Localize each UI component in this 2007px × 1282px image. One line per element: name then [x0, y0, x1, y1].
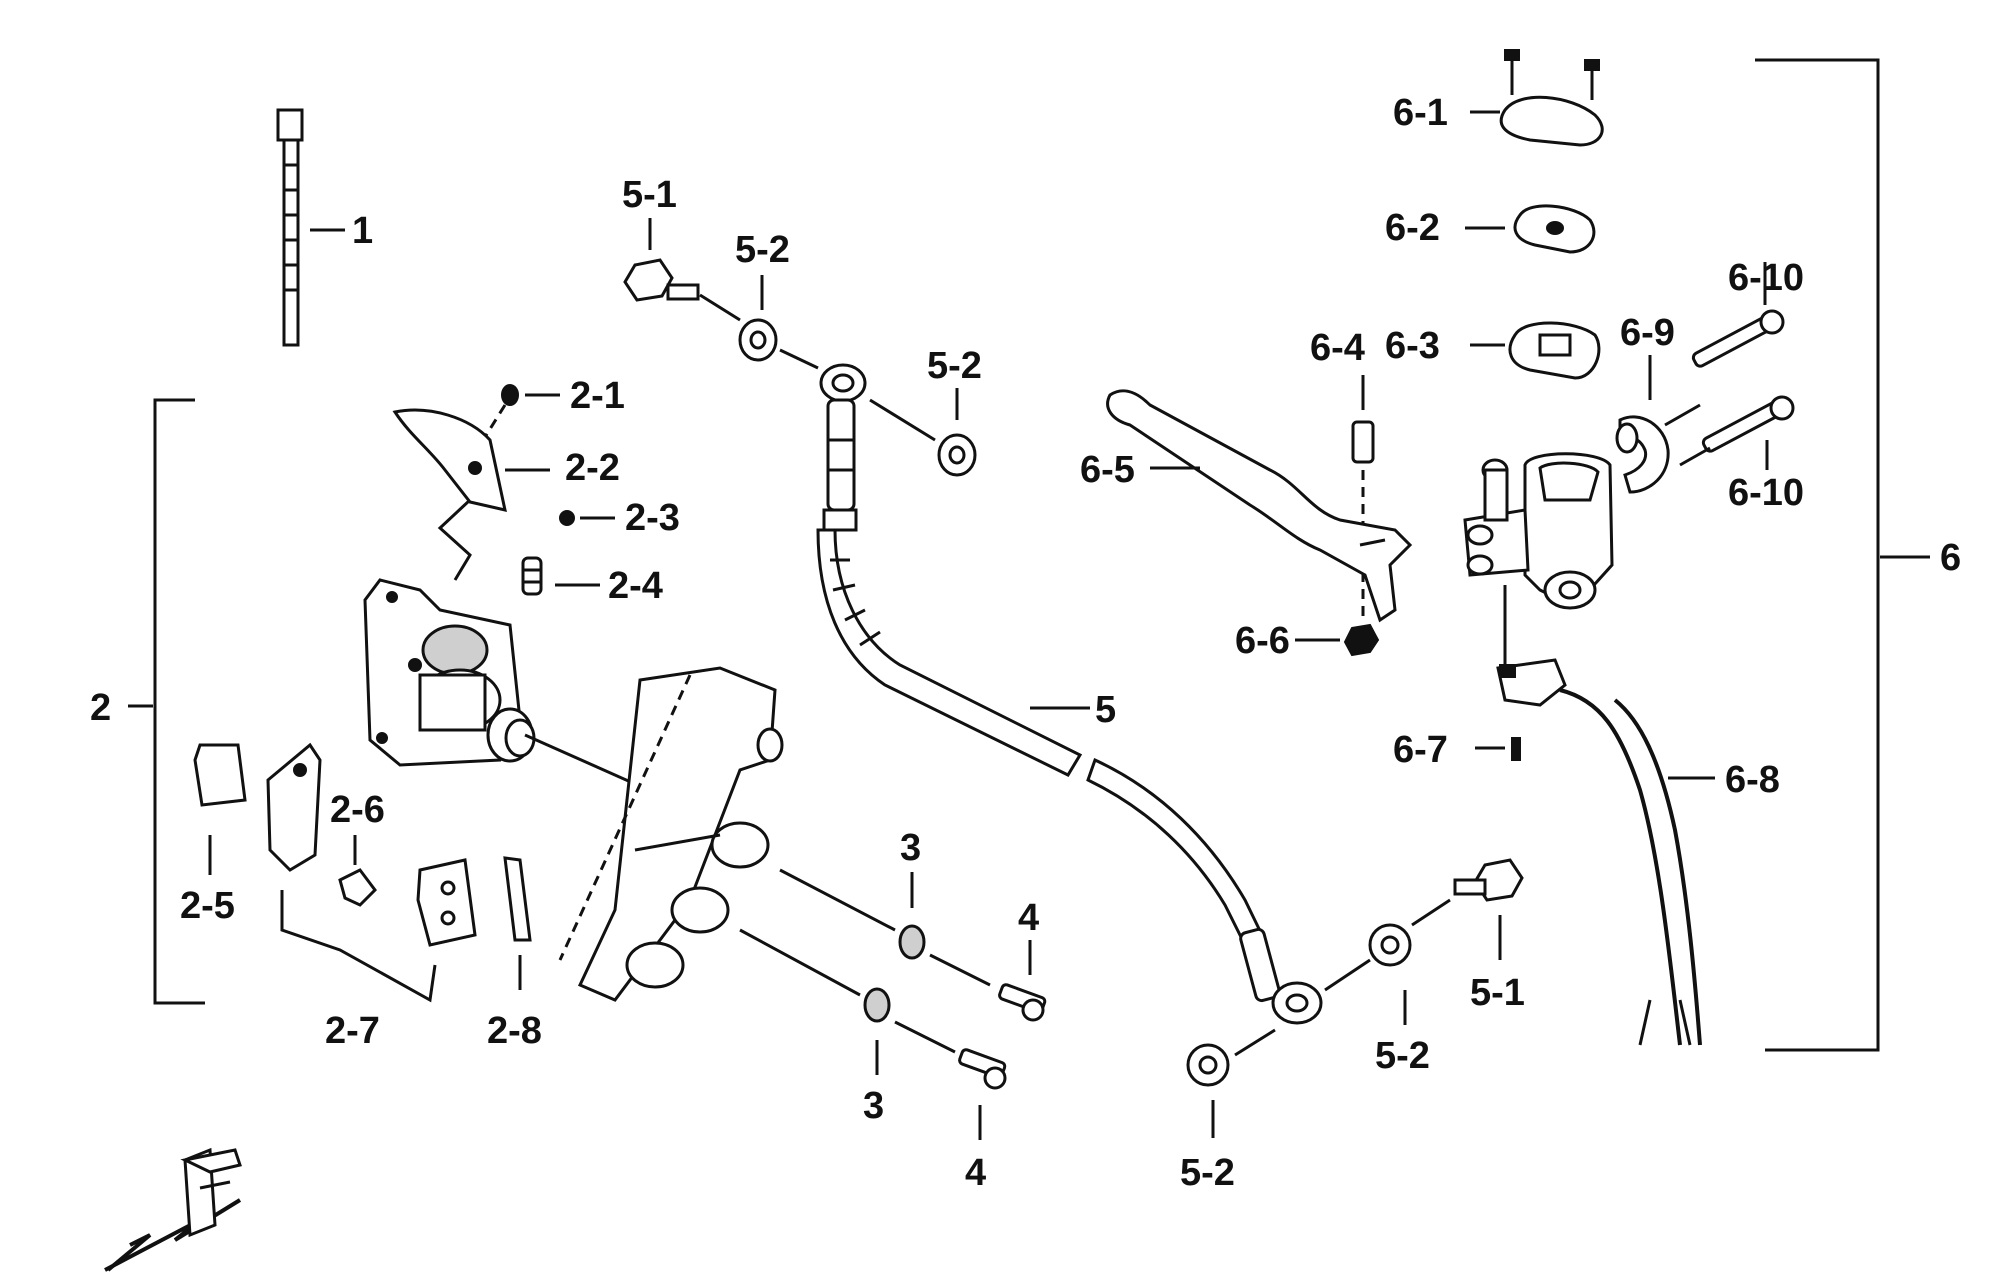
- callout-3-upper: 3: [900, 827, 921, 869]
- part-4-bolt-lower: [894, 1020, 1007, 1140]
- part-3-washer-lower: [739, 928, 891, 1075]
- part-6-4-pivot-bolt: [1351, 375, 1375, 620]
- callout-5-1-upper: 5-1: [622, 174, 677, 216]
- callout-6: 6: [1940, 537, 1961, 579]
- callout-4-upper: 4: [1018, 897, 1039, 939]
- part-3-washer-upper: [779, 868, 926, 960]
- callout-6-5: 6-5: [1080, 449, 1135, 491]
- part-5-2-washer-b: [869, 388, 977, 477]
- part-6-7-switch-screw: [1475, 737, 1521, 761]
- callout-6-1: 6-1: [1393, 92, 1448, 134]
- part-6-9-clamp: [1615, 355, 1670, 494]
- part-5-1-banjo-bolt-upper: [623, 218, 741, 322]
- callout-4-lower: 4: [965, 1152, 986, 1194]
- part-2-8-retainer: [503, 856, 532, 990]
- part-2-caliper-body: [363, 578, 661, 797]
- part-5-2-washer-a: [738, 275, 819, 370]
- callout-5: 5: [1095, 689, 1116, 731]
- part-6-1-reservoir-cap: [1470, 49, 1604, 147]
- callout-2-2: 2-2: [565, 447, 620, 489]
- part-5-1-banjo-bolt-lower: [1411, 858, 1524, 960]
- forward-arrow-icon: F: [104, 1147, 242, 1272]
- part-2-5-shim: [193, 743, 247, 875]
- callout-2-5: 2-5: [180, 885, 235, 927]
- callout-5-2-c: 5-2: [1375, 1035, 1430, 1077]
- callout-2-3: 2-3: [625, 497, 680, 539]
- callout-2-6: 2-6: [330, 789, 385, 831]
- group-2-bracket: [128, 398, 205, 1005]
- callout-2-8: 2-8: [487, 1010, 542, 1052]
- callout-5-2-b: 5-2: [927, 345, 982, 387]
- part-1-cable-tie: [276, 108, 345, 347]
- part-6-2-diaphragm-plate: [1465, 204, 1596, 254]
- callout-6-2: 6-2: [1385, 207, 1440, 249]
- part-5-2-washer-d: [1186, 1028, 1276, 1138]
- part-6-10-clamp-bolt-lower: [1679, 395, 1795, 470]
- part-6-8-brake-light-switch: [1496, 658, 1715, 1046]
- callout-6-7: 6-7: [1393, 729, 1448, 771]
- callout-2-7: 2-7: [325, 1010, 380, 1052]
- callout-1: 1: [352, 210, 373, 252]
- part-6-10-clamp-bolt-upper: [1664, 262, 1785, 427]
- callout-2: 2: [90, 687, 111, 729]
- part-2-7-brake-pads: [266, 742, 477, 1003]
- part-6-6-nut: [1295, 623, 1380, 657]
- callout-5-1-lower: 5-1: [1470, 972, 1525, 1014]
- callout-5-2-d: 5-2: [1180, 1152, 1235, 1194]
- callout-2-1: 2-1: [570, 375, 625, 417]
- callout-6-10-lower: 6-10: [1728, 472, 1804, 514]
- part-2-6-pad-spring: [338, 835, 377, 907]
- group-6-bracket: [1755, 58, 1930, 1052]
- part-4-bolt-upper: [929, 940, 1047, 1022]
- part-2-3-plug: [559, 510, 615, 526]
- fork-leg: [558, 666, 784, 1002]
- part-2-4-bleeder-screw: [521, 556, 600, 596]
- part-2-1-screw: [478, 384, 560, 446]
- part-5-brake-hose: [816, 363, 1323, 1025]
- callout-6-6: 6-6: [1235, 620, 1290, 662]
- callout-6-4: 6-4: [1310, 327, 1365, 369]
- callout-6-9: 6-9: [1620, 312, 1675, 354]
- callout-6-8: 6-8: [1725, 759, 1780, 801]
- callout-6-10-upper: 6-10: [1728, 257, 1804, 299]
- part-5-2-washer-c: [1324, 923, 1412, 1025]
- callout-2-4: 2-4: [608, 565, 663, 607]
- callout-5-2-a: 5-2: [735, 229, 790, 271]
- part-2-2-cover: [392, 408, 550, 581]
- part-6-5-brake-lever: [1106, 389, 1413, 623]
- part-6-3-diaphragm: [1470, 321, 1601, 380]
- callout-6-3: 6-3: [1385, 325, 1440, 367]
- part-6-master-cylinder-body: [1463, 452, 1614, 670]
- callout-3-lower: 3: [863, 1085, 884, 1127]
